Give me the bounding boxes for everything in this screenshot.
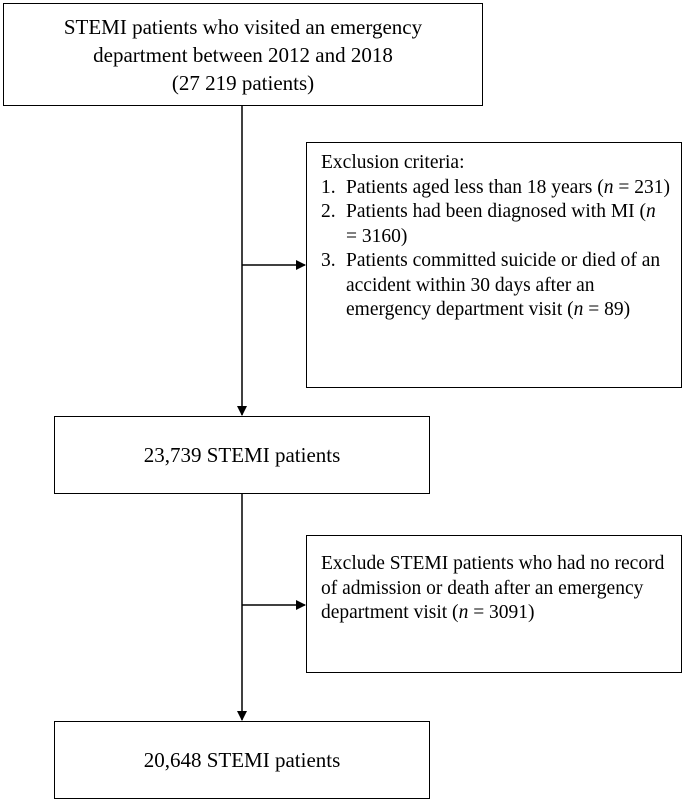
exclusion-criteria-list: 1. Patients aged less than 18 years (n =… [321,176,671,323]
criterion-number: 2. [321,201,336,222]
start-line-3: (27 219 patients) [171,70,315,95]
start-line-2: department between 2012 and 2018 [93,42,393,67]
criterion-item: 3. Patients committed suicide or died of… [321,249,671,323]
exclusion-heading: Exclusion criteria: [321,152,465,173]
second-exclusion-text: Exclude STEMI patients who had no record… [321,553,665,623]
criterion-text: Patients aged less than 18 years (n = 23… [346,176,671,198]
intermediate-population-box: 23,739 STEMI patients [54,416,430,494]
criterion-number: 3. [321,250,336,271]
intermediate-count: 23,739 STEMI patients [143,443,341,467]
exclusion-criteria-box: Exclusion criteria: 1. Patients aged les… [306,142,682,388]
criterion-item: 2. Patients had been diagnosed with MI (… [321,200,671,249]
second-exclusion-box: Exclude STEMI patients who had no record… [306,535,682,673]
final-count: 20,648 STEMI patients [143,748,341,772]
final-population-box: 20,648 STEMI patients [54,721,430,799]
criterion-text: Patients committed suicide or died of an… [346,250,661,320]
start-population-box: STEMI patients who visited an emergency … [3,3,483,106]
criterion-text: Patients had been diagnosed with MI (n =… [346,201,656,247]
criterion-number: 1. [321,176,336,198]
criterion-item: 1. Patients aged less than 18 years (n =… [321,176,671,201]
start-line-1: STEMI patients who visited an emergency [63,14,423,39]
